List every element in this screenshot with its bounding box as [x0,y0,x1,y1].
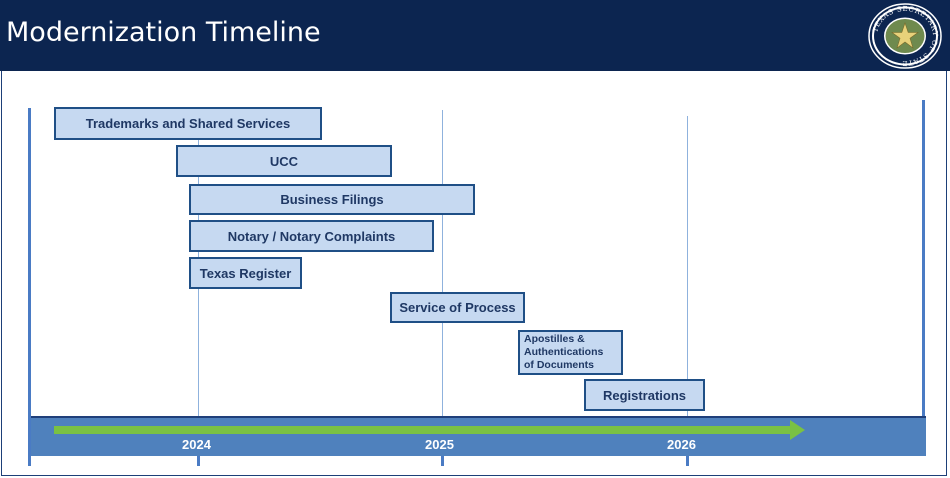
year-label-2026: 2026 [667,437,696,452]
timeline-bar-trademarks: Trademarks and Shared Services [54,107,322,140]
timeline-right-edge [922,100,925,418]
timeline-bar-business-filings: Business Filings [189,184,475,215]
timeline-axis-band [31,416,926,456]
timeline-left-edge [28,108,31,466]
year-label-2025: 2025 [425,437,454,452]
content-frame [1,71,947,476]
timeline-bar-texas-register: Texas Register [189,257,302,289]
timeline-bar-ucc: UCC [176,145,392,177]
timeline-bar-apostilles: Apostilles & Authentications of Document… [518,330,623,375]
timeline-bar-registrations: Registrations [584,379,705,411]
texas-seal-logo: TEXAS SECRETARY OF STATE [868,3,942,69]
axis-tick-2026 [686,456,689,466]
progress-arrow [54,420,805,440]
page-title: Modernization Timeline [6,17,321,48]
timeline-bar-service-of-process: Service of Process [390,292,525,323]
axis-tick-2024 [197,456,200,466]
axis-tick-2025 [441,456,444,466]
header-bar: Modernization Timeline TEXAS SECRETARY O… [0,0,950,71]
timeline-bar-notary: Notary / Notary Complaints [189,220,434,252]
year-gridline-2026 [687,116,688,416]
year-label-2024: 2024 [182,437,211,452]
year-gridline-2025 [442,110,443,416]
axis-tick-left [28,456,31,466]
